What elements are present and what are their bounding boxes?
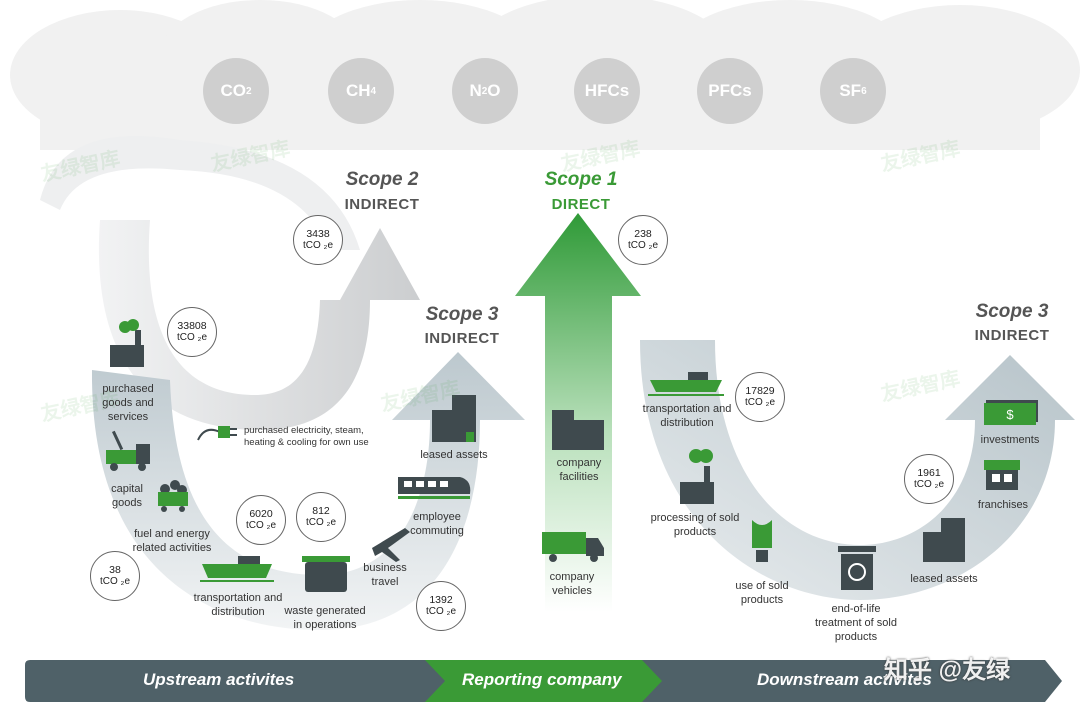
employee-commuting-label: employee commuting: [410, 511, 464, 537]
crane-truck-icon: [106, 430, 150, 471]
truck-icon: [542, 532, 604, 562]
cargo-ship-icon: [200, 556, 274, 582]
downstream-band-label: Downstream activites: [757, 670, 932, 689]
capital-goods-label: capital goods: [111, 483, 143, 509]
scope2-subtitle: INDIRECT: [344, 196, 420, 213]
reporting-band-label: Reporting company: [462, 670, 622, 689]
scope1-subtitle: DIRECT: [551, 196, 611, 213]
waste-label: waste generated in operations: [284, 605, 366, 631]
scope2-arrow: [98, 220, 420, 430]
facility-building-icon: [552, 410, 604, 450]
upstream-band-label: Upstream activites: [143, 670, 295, 689]
electricity-label: purchased electricity, steam, heating & …: [244, 425, 369, 448]
pfcs-bubble: PFCs: [697, 58, 763, 124]
end-of-life-label: end-of-life treatment of sold products: [815, 603, 897, 643]
company-facilities-label: company facilities: [556, 457, 602, 483]
transport-upstream-label: transportation and distribution: [193, 592, 283, 618]
office-building-icon: [432, 395, 476, 442]
fuel-label: fuel and energy related activities: [132, 528, 212, 554]
use-of-sold-products-label: use of sold products: [735, 580, 789, 606]
scope3-downstream-subtitle: INDIRECT: [974, 327, 1050, 344]
scope3-downstream-title: Scope 3: [975, 301, 1049, 322]
waste-container-icon: [302, 556, 350, 592]
cloud-background: [10, 0, 1080, 150]
train-icon: [398, 477, 471, 499]
light-bulb-icon: [752, 520, 772, 562]
store-icon: [984, 460, 1020, 490]
leased-building-down-icon: [923, 518, 965, 562]
processing-factory-icon: [680, 449, 714, 504]
airplane-icon: [372, 528, 410, 562]
scope1-title: Scope 1: [544, 169, 618, 190]
processing-label: processing of sold products: [650, 512, 740, 538]
reporting-band-segment: [425, 660, 662, 702]
scope2-title: Scope 2: [345, 169, 419, 190]
factory-icon: [110, 319, 144, 367]
leased-assets-upstream-label: leased assets: [420, 449, 488, 461]
purchased-goods-label: purchased goods and services: [102, 383, 154, 423]
leased-assets-downstream-label: leased assets: [910, 573, 978, 585]
plug-icon: [197, 426, 237, 441]
scope3-upstream-title: Scope 3: [425, 304, 499, 325]
company-vehicles-label: company vehicles: [549, 571, 595, 597]
faint-arc: [40, 136, 360, 250]
scope3-upstream-subtitle: INDIRECT: [424, 330, 500, 347]
credit-watermark: 知乎 @友绿: [884, 657, 1011, 684]
recycle-bin-icon: [838, 546, 876, 590]
hfcs-bubble: HFCs: [574, 58, 640, 124]
scope3-upstream-arrow: [91, 352, 525, 630]
cargo-ship-down-icon: [648, 372, 724, 396]
svg-text:$: $: [1006, 407, 1014, 422]
investments-label: investments: [980, 434, 1040, 446]
business-travel-label: business travel: [363, 562, 407, 588]
transport-downstream-label: transportation and distribution: [642, 403, 732, 429]
franchises-label: franchises: [977, 499, 1029, 511]
scope1-arrow: [515, 213, 641, 612]
money-icon: $: [984, 400, 1038, 425]
scope3-downstream-arrow: [640, 340, 1075, 600]
coal-cart-icon: [158, 480, 188, 512]
